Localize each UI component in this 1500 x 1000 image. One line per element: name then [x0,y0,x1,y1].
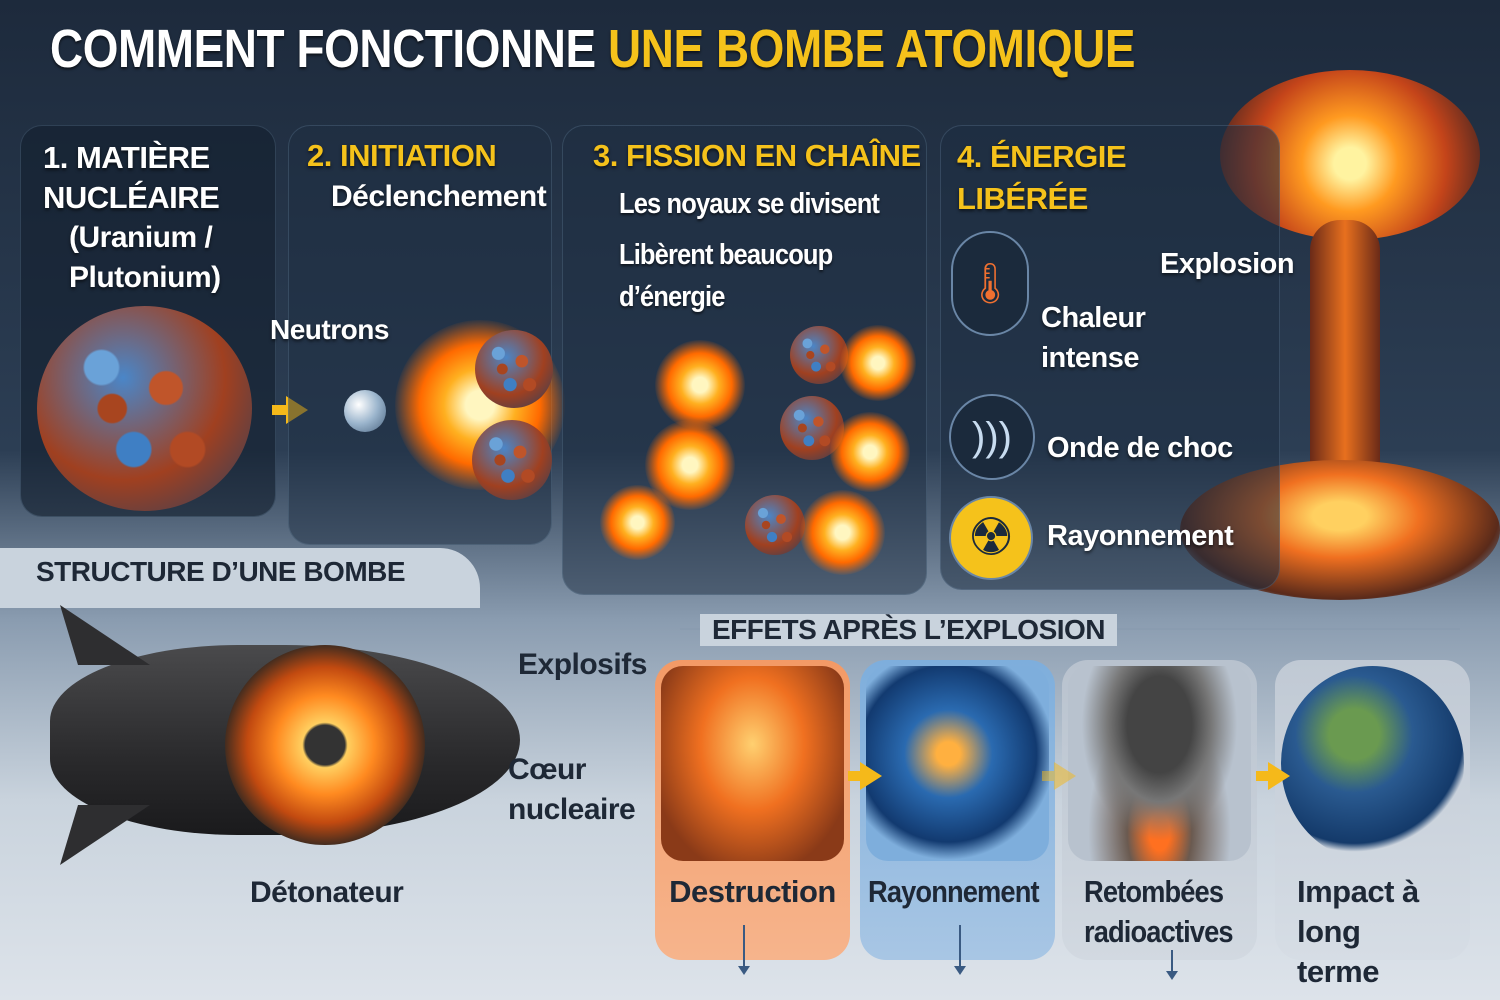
step-4-title: 4. ÉNERGIE LIBÉRÉE [957,139,1127,216]
effects-title: EFFETS APRÈS L’EXPLOSION [700,614,1118,646]
step-2-title: 2. INITIATION [307,138,497,173]
arrow-icon [848,762,882,790]
nucleus-icon [37,306,252,511]
fission-burst-icon [655,340,745,430]
fission-burst-icon [800,490,885,575]
nucleus-fragment-icon [475,330,553,408]
structure-title: STRUCTURE D’UNE BOMBE [36,556,406,587]
structure-header-bg [0,548,480,608]
effect-label: Rayonnement [868,874,1040,909]
heat-label: Chaleur intense [1041,302,1146,374]
effect-label: Retombées radioactives [1084,874,1234,949]
shockwave-icon: ))) [949,394,1035,480]
step-1-subtitle: (Uranium / Plutonium) [69,221,221,294]
effect-card-destruction: Destruction [655,660,850,960]
effect-card-fallout: Retombées radioactives [1062,660,1257,960]
fallout-smoke-image [1068,666,1251,861]
radiation-label: Rayonnement [1047,520,1234,552]
explosion-label: Explosion [1160,248,1295,280]
down-arrow-icon [954,925,966,975]
shockwave-label: Onde de choc [1047,432,1233,464]
earth-burning-image [866,666,1049,861]
thermometer-icon: 🌡 [951,231,1029,336]
nucleus-icon [745,495,805,555]
effect-card-long-term: Impact à long terme [1275,660,1470,989]
effect-card-radiation: Rayonnement [860,660,1055,960]
neutron-icon [344,390,386,432]
effect-label: Impact à long terme [1297,874,1419,989]
down-arrow-icon [1166,950,1178,980]
bomb-illustration [30,605,520,865]
burning-city-image [661,666,844,861]
earth-globe-image [1281,666,1464,861]
step-1-panel: 1. MATIÈRE NUCLÉAIRE (Uranium / Plutoniu… [20,125,276,517]
fission-burst-icon [830,412,910,492]
step-4-panel: 4. ÉNERGIE LIBÉRÉE 🌡 Chaleur intense )))… [940,125,1280,590]
title-part2: UNE BOMBE ATOMIQUE [607,19,1136,79]
explosives-label: Explosifs [518,648,647,681]
step-3-title: 3. FISSION EN CHAÎNE [593,138,921,173]
step-3-line2: Libèrent beaucoup d’énergie [619,239,833,313]
step-2-subtitle: Déclenchement [331,180,547,213]
effect-label: Destruction [669,874,836,909]
arrow-icon [1256,762,1290,790]
arrow-icon [1042,762,1076,790]
page-title: COMMENT FONCTIONNE UNE BOMBE ATOMIQUE [50,18,1135,80]
title-part1: COMMENT FONCTIONNE [50,19,596,79]
step-3-line1: Les noyaux se divisent [619,188,880,220]
down-arrow-icon [738,925,750,975]
core-label: Cœur nucleaire [508,753,636,826]
fission-burst-icon [600,485,675,560]
detonator-label: Détonateur [250,876,404,909]
nucleus-fragment-icon [472,420,552,500]
step-1-title: 1. MATIÈRE NUCLÉAIRE [43,140,220,215]
fission-burst-icon [840,325,916,401]
nucleus-icon [790,326,848,384]
radiation-icon: ☢ [949,496,1033,580]
neutrons-label: Neutrons [270,314,389,345]
